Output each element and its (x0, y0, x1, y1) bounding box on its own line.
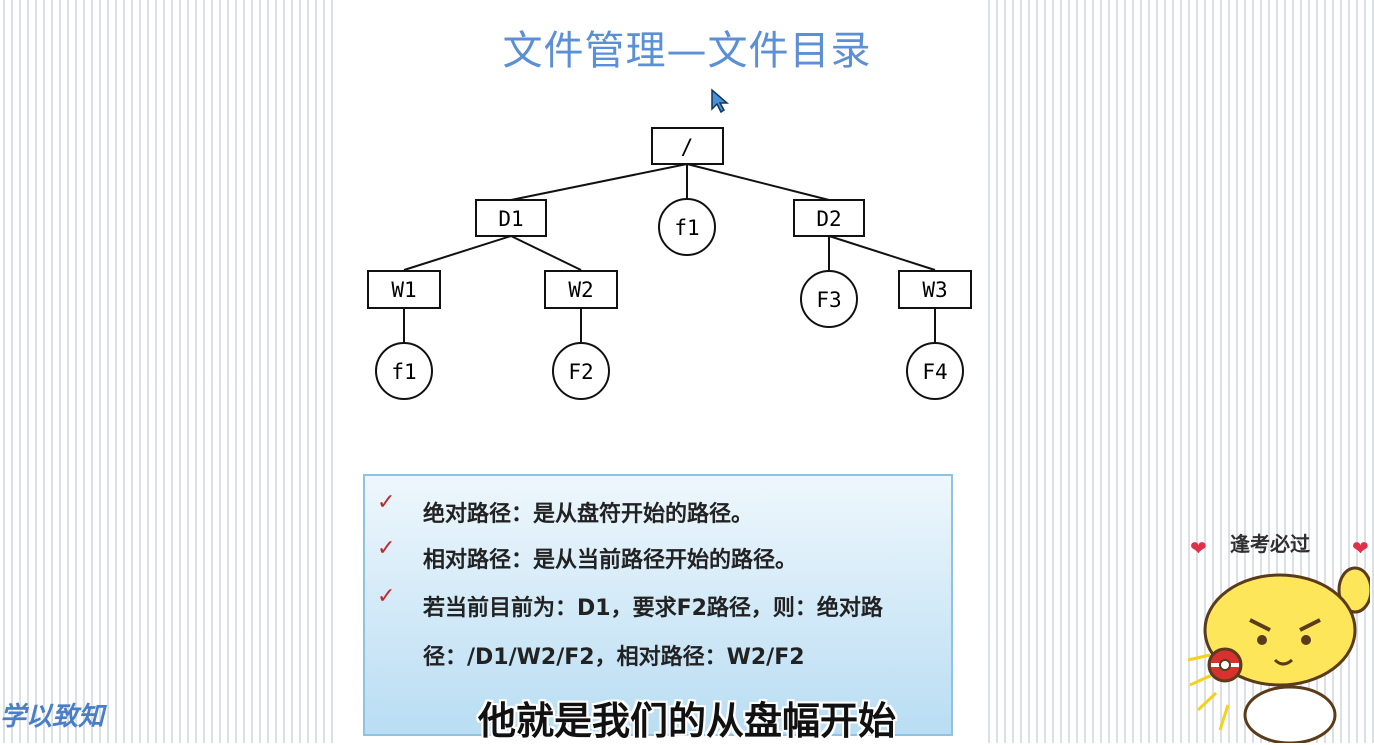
bullet-relative-path: ✓ 相对路径：是从当前路径开始的路径。 (377, 536, 943, 585)
check-icon: ✓ (377, 584, 423, 609)
node-f2: F2 (553, 343, 609, 399)
bullet-text: 绝对路径：是从盘符开始的路径。 (423, 490, 943, 539)
check-icon: ✓ (377, 536, 423, 561)
bullet-absolute-path: ✓ 绝对路径：是从盘符开始的路径。 (377, 490, 943, 539)
node-label: / (681, 135, 694, 159)
directory-tree: / D1 f1 D2 W1 W2 F3 W3 f1 F2 F4 (0, 0, 1374, 460)
video-subtitle: 他就是我们的从盘幅开始 (0, 690, 1374, 745)
node-d1: D1 (476, 200, 546, 236)
node-f1-root: f1 (659, 199, 715, 255)
node-label: f1 (674, 216, 699, 240)
node-f3: F3 (801, 271, 857, 327)
node-label: W3 (922, 278, 947, 302)
node-label: F3 (816, 288, 841, 312)
node-f1-leaf: f1 (376, 343, 432, 399)
node-f4: F4 (907, 343, 963, 399)
node-w2: W2 (545, 271, 617, 308)
heart-icon: ❤ (1352, 536, 1369, 560)
bullet-text: 若当前目前为：D1，要求F2路径，则：绝对路径：/D1/W2/F2，相对路径：W… (423, 584, 943, 682)
node-label: f1 (391, 360, 416, 384)
node-label: W1 (391, 278, 416, 302)
node-label: W2 (568, 278, 593, 302)
heart-icon: ❤ (1190, 536, 1207, 560)
watermark-text: 学以致知 (0, 696, 104, 733)
bullet-example: ✓ 若当前目前为：D1，要求F2路径，则：绝对路径：/D1/W2/F2，相对路径… (377, 584, 943, 682)
node-label: F2 (568, 360, 593, 384)
node-w1: W1 (368, 271, 440, 308)
node-w3: W3 (899, 271, 971, 308)
node-root: / (652, 128, 723, 164)
node-label: F4 (922, 360, 947, 384)
node-label: D1 (498, 207, 523, 231)
mascot-sticker (1180, 560, 1370, 743)
node-d2: D2 (794, 200, 864, 236)
node-label: D2 (816, 207, 841, 231)
check-icon: ✓ (377, 490, 423, 515)
bullet-text: 相对路径：是从当前路径开始的路径。 (423, 536, 943, 585)
sticker-caption: 逢考必过 (1230, 528, 1310, 557)
cursor-arrow-icon (710, 88, 730, 114)
